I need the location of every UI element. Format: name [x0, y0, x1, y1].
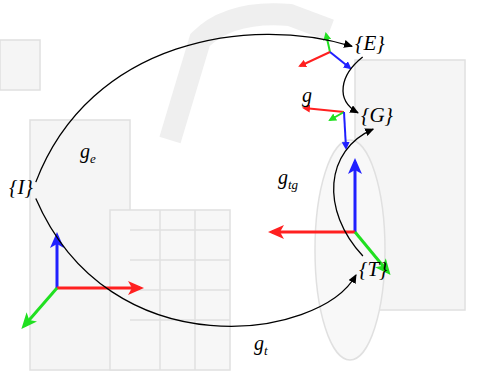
- frame-label: {E}: [355, 32, 385, 55]
- solar-panel: [110, 210, 230, 370]
- frame-node: {T}: [356, 256, 390, 283]
- axis-z: [354, 162, 357, 232]
- axis-z: [344, 112, 346, 148]
- robot-arm: [170, 14, 330, 140]
- axis-x: [272, 231, 355, 234]
- transform-arrow: [36, 34, 352, 182]
- axis-x: [304, 108, 344, 112]
- frame-label: {G}: [361, 104, 393, 127]
- frame-node: {E}: [352, 30, 388, 57]
- axis-z: [56, 236, 59, 288]
- frame-node: {G}: [358, 102, 396, 129]
- axis-x: [300, 52, 330, 66]
- transform-arrow: [334, 129, 374, 256]
- axis-y: [24, 288, 57, 326]
- axis-y: [330, 112, 344, 120]
- axis-y: [326, 34, 330, 52]
- frame-label: {I}: [9, 176, 33, 199]
- transform-arrow: [343, 57, 363, 113]
- transform-arrow: [36, 198, 356, 326]
- axis-x: [57, 287, 140, 290]
- target-ring: [315, 140, 385, 360]
- axis-z: [330, 52, 350, 68]
- transform-label: gt: [254, 332, 268, 358]
- frame-node: {I}: [6, 174, 36, 201]
- robot-base: [0, 40, 40, 90]
- transform-label: gtg: [278, 166, 298, 192]
- transform-label: g: [302, 84, 312, 106]
- transform-label: ge: [80, 140, 96, 166]
- frame-label: {T}: [359, 258, 387, 281]
